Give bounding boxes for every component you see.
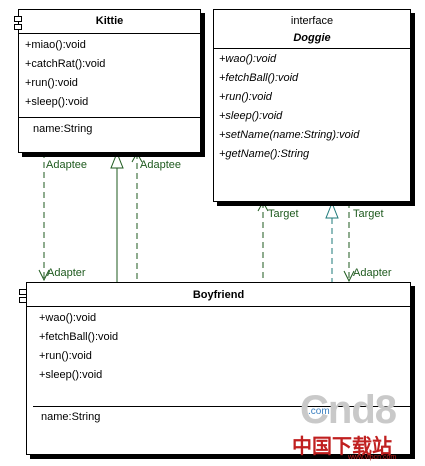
adaptee-arrowhead-right [131,151,143,163]
target-arrowhead-left [257,200,269,212]
watermark-logo: Cnd8 [300,388,397,432]
target-label-right: Target [353,208,384,220]
method-item: +wao():void [39,312,97,324]
boyfriend-attribute: name:String [41,411,101,423]
kittie-name: Kittie [95,15,124,27]
doggie-interface[interactable]: interface Doggie +wao():void +fetchBall(… [213,9,411,202]
method-item: +sleep():void [25,96,89,108]
watermark-url: www.vipcn.com [348,454,397,461]
method-item: +getName():String [219,148,310,160]
kittie-class[interactable]: Kittie +miao():void +catchRat():void +ru… [18,9,201,153]
target-arrowhead-right [343,270,355,283]
kittie-methods: +miao():void +catchRat():void +run():voi… [19,34,200,112]
boyfriend-component-tab-top [19,289,27,295]
doggie-header: interface Doggie [214,10,410,48]
boyfriend-name: Boyfriend [192,289,245,301]
watermark: .com Cnd8 中国下载站 www.vipcn.com [290,388,420,462]
method-item: +run():void [25,77,78,89]
method-item: +run():void [39,350,92,362]
method-item: +miao():void [25,39,86,51]
kittie-attribute: name:String [33,123,93,135]
adaptee-label-right: Adaptee [140,159,181,171]
boyfriend-header: Boyfriend [27,283,410,306]
adaptee-label-left: Adaptee [46,159,87,171]
realization-triangle [325,201,339,219]
method-item: +sleep():void [219,110,283,122]
method-item: +wao():void [219,53,277,65]
doggie-stereotype: interface [290,15,334,27]
boyfriend-component-tab-bottom [19,297,27,303]
adapter-label-right: Adapter [353,267,392,279]
boyfriend-class[interactable]: Boyfriend +wao():void +fetchBall():void … [26,282,411,455]
doggie-methods: +wao():void +fetchBall():void +run():voi… [214,49,410,164]
adaptee-arrowhead-left [38,269,50,282]
method-item: +setName(name:String):void [219,129,360,141]
kittie-component-tab-bottom [14,24,22,30]
target-label-left: Target [268,208,299,220]
watermark-text: 中国下载站 [292,434,392,458]
boyfriend-methods: +wao():void +fetchBall():void +run():voi… [27,307,410,385]
inheritance-triangle [110,151,124,169]
kittie-header: Kittie [19,10,200,33]
adapter-label-left: Adapter [47,267,86,279]
doggie-name: Doggie [293,32,331,44]
method-item: +fetchBall():void [39,331,119,343]
method-item: +catchRat():void [25,58,106,70]
kittie-component-tab-top [14,16,22,22]
watermark-dotcom: .com [308,406,330,417]
method-item: +sleep():void [39,369,103,381]
method-item: +fetchBall():void [219,72,299,84]
method-item: +run():void [219,91,272,103]
